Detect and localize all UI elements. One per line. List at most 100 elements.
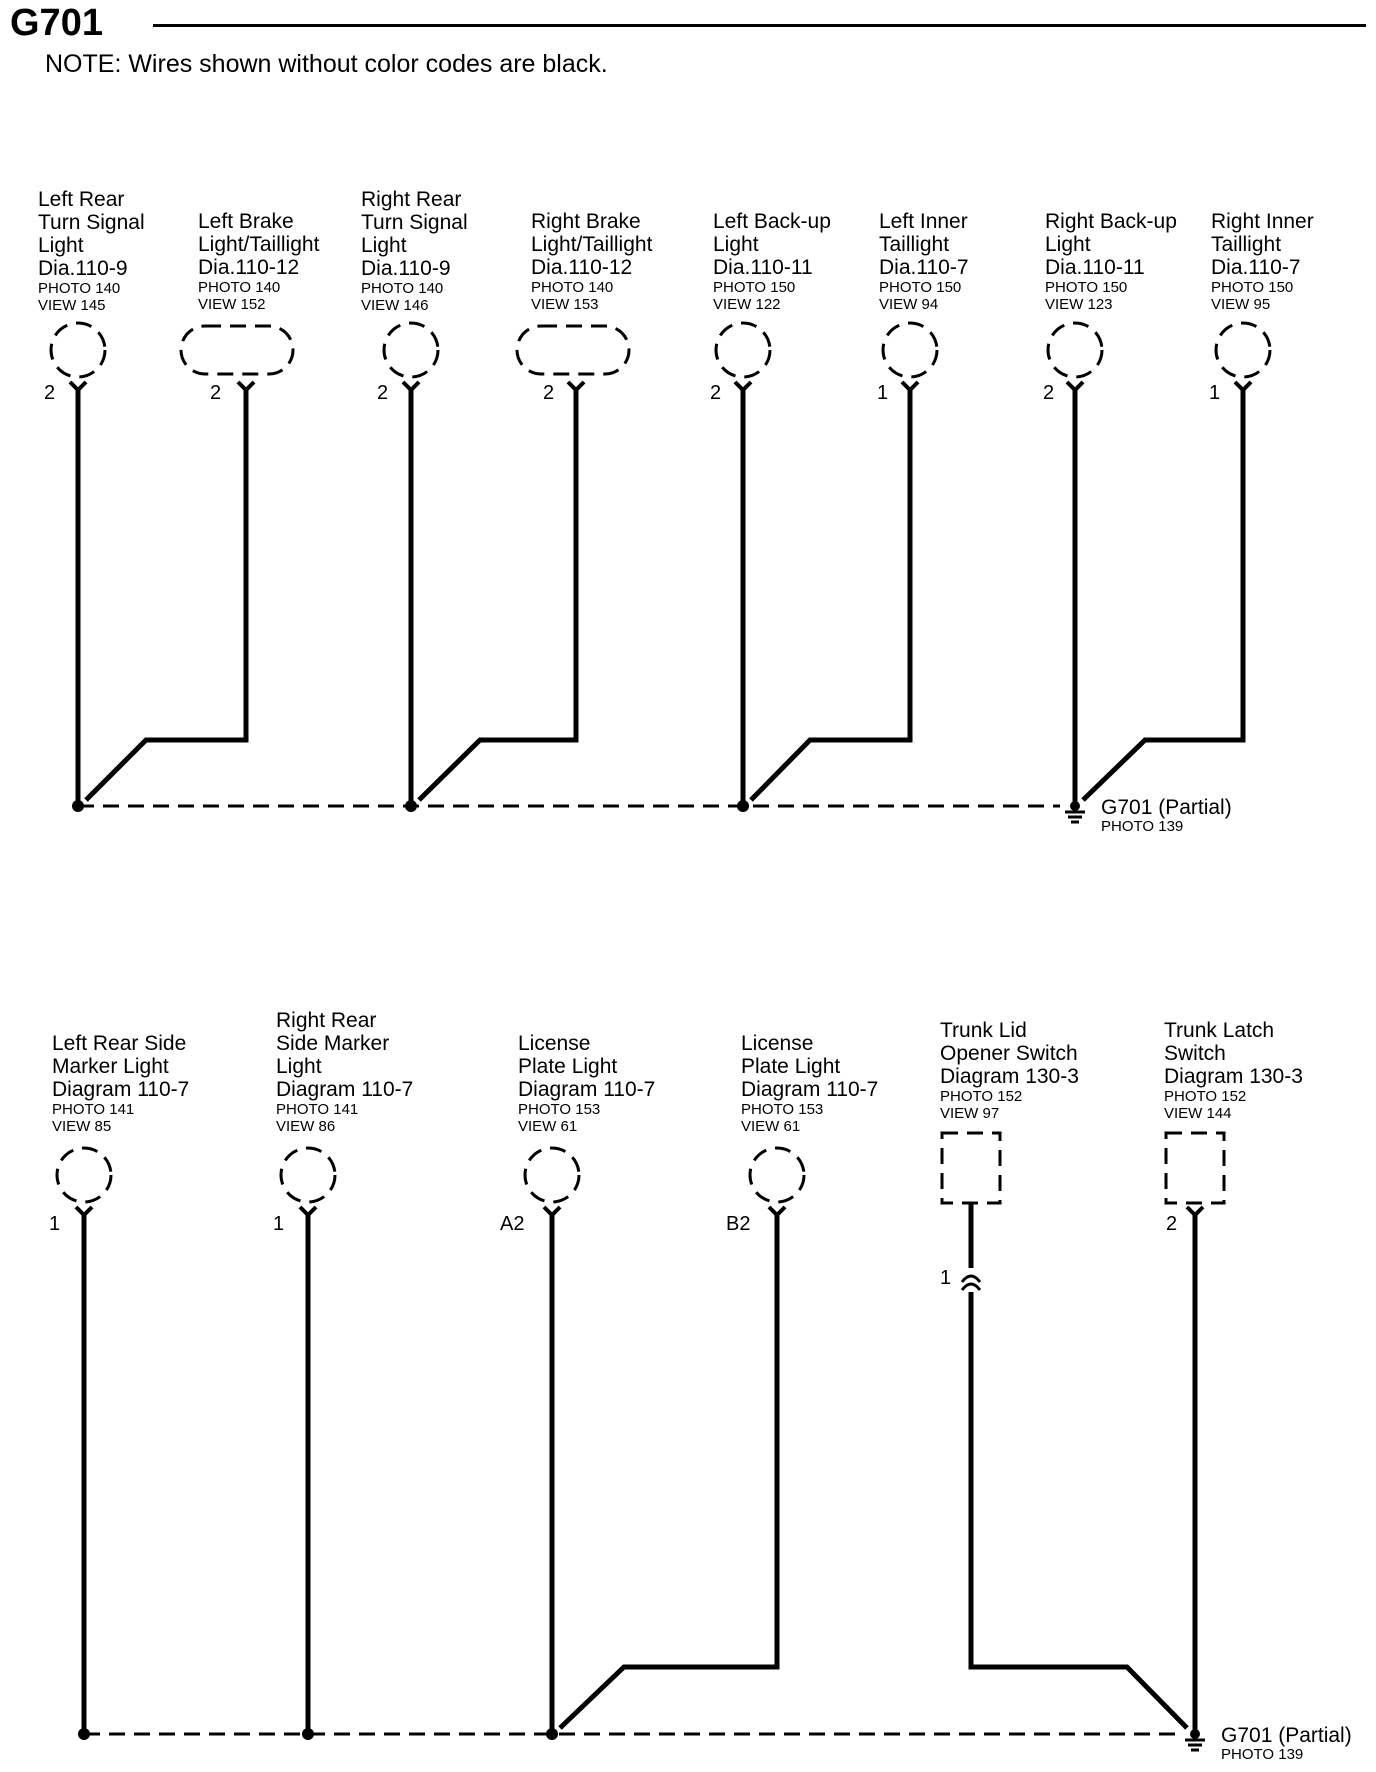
connector-outline	[748, 1146, 806, 1204]
component-name-line: Side Marker	[276, 1032, 390, 1055]
component-name-line: Turn Signal	[361, 211, 468, 234]
component-photo-ref: PHOTO 152	[940, 1088, 1023, 1105]
component-name-line: Taillight	[879, 233, 950, 256]
pin-number: 2	[710, 382, 722, 404]
wire	[1081, 388, 1246, 802]
connector-outline	[279, 1146, 337, 1204]
component-name-line: Turn Signal	[38, 211, 145, 234]
component-name-line: Taillight	[1211, 233, 1282, 256]
component-name-line: Switch	[1164, 1042, 1226, 1065]
pin-number: 1	[877, 382, 889, 404]
component-name-line: Dia.110-11	[713, 256, 813, 279]
component-name-line: License	[741, 1032, 814, 1055]
pin-number: 2	[1043, 382, 1055, 404]
component-name-line: Diagram 110-7	[518, 1078, 656, 1101]
pin-number: 1	[940, 1267, 952, 1289]
splice-dot	[72, 800, 84, 812]
connector-outline	[1164, 1131, 1226, 1205]
component-name-line: Left Back-up	[713, 210, 831, 233]
component-name-line: Diagram 130-3	[940, 1065, 1079, 1088]
component-name-line: Light	[38, 234, 84, 257]
component-name-line: Plate Light	[741, 1055, 841, 1078]
component-view-ref: VIEW 85	[52, 1118, 112, 1135]
ground-icon	[1070, 801, 1080, 811]
component-view-ref: VIEW 153	[531, 296, 599, 313]
component-name-line: License	[518, 1032, 591, 1055]
component-name-line: Diagram 130-3	[1164, 1065, 1303, 1088]
splice-dot	[302, 1728, 314, 1740]
splice-dot	[737, 800, 749, 812]
component-name-line: Light	[361, 234, 407, 257]
component-view-ref: VIEW 94	[879, 296, 939, 313]
component-name-line: Left Rear Side	[52, 1032, 187, 1055]
connector-outline	[179, 324, 295, 376]
component-name-line: Dia.110-9	[38, 257, 128, 280]
component-view-ref: VIEW 152	[198, 296, 266, 313]
connector-outline	[1214, 321, 1272, 379]
wire	[968, 1292, 1189, 1730]
component-photo-ref: PHOTO 153	[518, 1101, 601, 1118]
component-name-line: Right Inner	[1211, 210, 1314, 233]
component-view-ref: VIEW 123	[1045, 296, 1113, 313]
ground-icon	[1190, 1729, 1200, 1739]
component-name-line: Dia.110-12	[531, 256, 633, 279]
wire	[558, 1213, 780, 1730]
component-name-line: Opener Switch	[940, 1042, 1078, 1065]
inline-connector	[960, 1282, 982, 1291]
page-title: G701	[10, 2, 103, 44]
component-name-line: Light/Taillight	[531, 233, 653, 256]
component-name-line: Left Inner	[879, 210, 968, 233]
component-name-line: Dia.110-9	[361, 257, 451, 280]
component-view-ref: VIEW 122	[713, 296, 781, 313]
ground-label: G701 (Partial)	[1101, 796, 1232, 819]
pin-number: 2	[210, 382, 222, 404]
component-name-line: Diagram 110-7	[741, 1078, 879, 1101]
pin-number: 1	[273, 1213, 285, 1235]
component-name-line: Right Rear	[276, 1009, 377, 1032]
pin-number: 1	[49, 1213, 61, 1235]
inline-connector	[960, 1274, 982, 1283]
pin-number: A2	[500, 1213, 525, 1235]
component-photo-ref: PHOTO 150	[879, 279, 962, 296]
component-name-line: Dia.110-7	[1211, 256, 1301, 279]
connector-outline	[523, 1146, 581, 1204]
connector-outline	[49, 321, 107, 379]
wire	[417, 388, 579, 802]
component-view-ref: VIEW 61	[518, 1118, 578, 1135]
component-name-line: Diagram 110-7	[52, 1078, 190, 1101]
component-photo-ref: PHOTO 150	[1045, 279, 1128, 296]
splice-dot	[405, 800, 417, 812]
component-name-line: Light	[713, 233, 759, 256]
pin-number: 1	[1209, 382, 1221, 404]
connector-outline	[515, 324, 631, 376]
connector-outline	[1046, 321, 1104, 379]
component-name-line: Light/Taillight	[198, 233, 320, 256]
component-view-ref: VIEW 86	[276, 1118, 336, 1135]
color-code-note: NOTE: Wires shown without color codes ar…	[45, 50, 608, 78]
ground-photo-ref: PHOTO 139	[1101, 818, 1184, 835]
component-view-ref: VIEW 97	[940, 1105, 1000, 1122]
component-photo-ref: PHOTO 152	[1164, 1088, 1247, 1105]
ground-label: G701 (Partial)	[1221, 1724, 1352, 1747]
component-name-line: Plate Light	[518, 1055, 618, 1078]
component-photo-ref: PHOTO 140	[361, 280, 444, 297]
connector-outline	[382, 321, 440, 379]
wire	[84, 388, 249, 802]
pin-number: 2	[1166, 1213, 1178, 1235]
component-photo-ref: PHOTO 150	[713, 279, 796, 296]
connector-outline	[940, 1131, 1002, 1205]
